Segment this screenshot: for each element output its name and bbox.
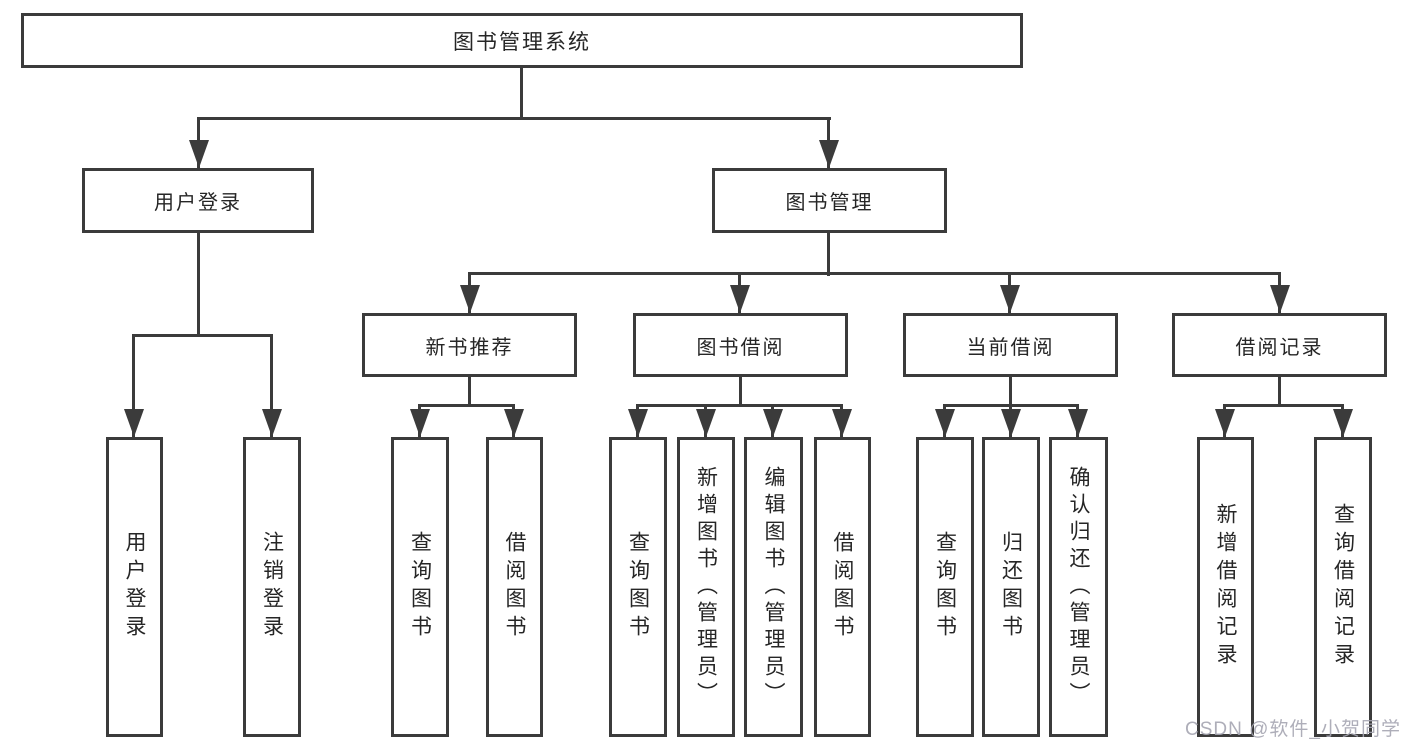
- arrowhead-icon: [460, 285, 480, 313]
- connector-line: [132, 334, 135, 437]
- node-borrowing-records: 借阅记录: [1172, 313, 1387, 377]
- node-label: 借阅记录: [1235, 336, 1324, 359]
- arrowhead-icon: [1333, 409, 1353, 437]
- leaf-nbr-borrow-books: 借阅图书: [486, 437, 543, 737]
- leaf-label: 查询借阅记录: [1331, 503, 1355, 671]
- leaf-nbr-query-books: 查询图书: [391, 437, 449, 737]
- leaf-logout: 注销登录: [243, 437, 301, 737]
- arrowhead-icon: [262, 409, 282, 437]
- connector-line: [827, 233, 830, 276]
- connector-line: [468, 377, 471, 407]
- node-label: 图书管理系统: [453, 30, 591, 54]
- node-user-login: 用户登录: [82, 168, 314, 233]
- arrowhead-icon: [124, 409, 144, 437]
- leaf-label: 新增图书（管理员）: [694, 465, 718, 709]
- arrowhead-icon: [1001, 409, 1021, 437]
- node-label: 图书管理: [785, 192, 874, 214]
- node-new-book-recommend: 新书推荐: [362, 313, 577, 377]
- leaf-label: 新增借阅记录: [1214, 503, 1237, 671]
- node-label: 当前借阅: [966, 336, 1055, 359]
- arrowhead-icon: [819, 140, 839, 168]
- connector-line: [418, 404, 515, 407]
- connector-line: [197, 117, 831, 120]
- leaf-br-add-borrow-record: 新增借阅记录: [1197, 437, 1254, 737]
- arrowhead-icon: [410, 409, 430, 437]
- connector-line: [1278, 377, 1281, 407]
- leaf-label: 查询图书: [626, 531, 650, 643]
- node-book-borrowing: 图书借阅: [633, 313, 848, 377]
- leaf-cb-return-books: 归还图书: [982, 437, 1040, 737]
- leaf-label: 用户登录: [123, 531, 146, 643]
- leaf-cb-confirm-return-admin: 确认归还（管理员）: [1049, 437, 1108, 737]
- connector-line: [468, 272, 1281, 275]
- node-library-management-system: 图书管理系统: [21, 13, 1023, 68]
- node-label: 新书推荐: [425, 336, 514, 359]
- leaf-br-query-borrow-record: 查询借阅记录: [1314, 437, 1372, 737]
- arrowhead-icon: [696, 409, 716, 437]
- arrowhead-icon: [730, 285, 750, 313]
- leaf-user-login: 用户登录: [106, 437, 163, 737]
- leaf-cb-query-books: 查询图书: [916, 437, 974, 737]
- leaf-label: 查询图书: [933, 531, 957, 643]
- arrowhead-icon: [1270, 285, 1290, 313]
- arrowhead-icon: [832, 409, 852, 437]
- arrowhead-icon: [504, 409, 524, 437]
- arrowhead-icon: [763, 409, 783, 437]
- leaf-label: 借阅图书: [503, 531, 526, 643]
- arrowhead-icon: [1068, 409, 1088, 437]
- connector-line: [270, 334, 273, 437]
- connector-line: [1223, 404, 1344, 407]
- leaf-label: 编辑图书（管理员）: [762, 465, 785, 709]
- connector-line: [636, 404, 843, 407]
- connector-line: [1009, 377, 1012, 407]
- leaf-bb-query-books: 查询图书: [609, 437, 667, 737]
- arrowhead-icon: [189, 140, 209, 168]
- arrowhead-icon: [628, 409, 648, 437]
- connector-line: [197, 233, 200, 337]
- leaf-bb-edit-books-admin: 编辑图书（管理员）: [744, 437, 803, 737]
- node-label: 用户登录: [154, 192, 242, 214]
- arrowhead-icon: [935, 409, 955, 437]
- arrowhead-icon: [1215, 409, 1235, 437]
- leaf-label: 注销登录: [260, 531, 284, 643]
- leaf-label: 查询图书: [408, 531, 432, 643]
- node-current-borrowing: 当前借阅: [903, 313, 1118, 377]
- connector-line: [520, 68, 523, 120]
- leaf-label: 借阅图书: [831, 531, 854, 643]
- connector-line: [739, 377, 742, 407]
- leaf-bb-add-books-admin: 新增图书（管理员）: [677, 437, 735, 737]
- leaf-label: 归还图书: [999, 531, 1023, 643]
- connector-line: [132, 334, 273, 337]
- leaf-bb-borrow-books: 借阅图书: [814, 437, 871, 737]
- node-label: 图书借阅: [696, 336, 785, 359]
- node-book-management: 图书管理: [712, 168, 947, 233]
- leaf-label: 确认归还（管理员）: [1067, 465, 1090, 709]
- watermark: CSDN @软件_小贺同学: [1185, 719, 1401, 740]
- arrowhead-icon: [1000, 285, 1020, 313]
